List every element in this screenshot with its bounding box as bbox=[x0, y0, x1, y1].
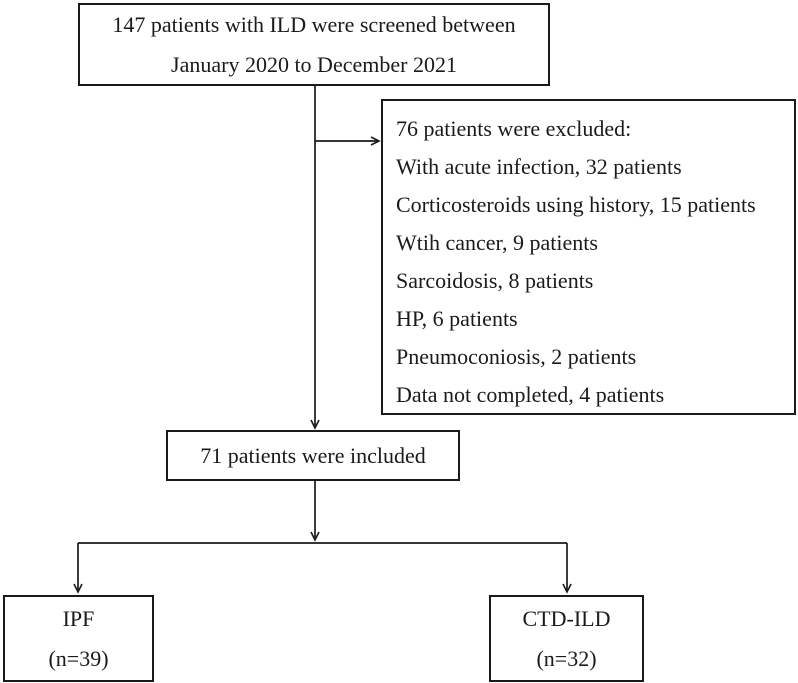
screened-box-line2: January 2020 to December 2021 bbox=[171, 51, 457, 77]
ipf-box-label: IPF bbox=[62, 605, 95, 631]
screened-box-line1: 147 patients with ILD were screened betw… bbox=[112, 11, 516, 37]
ctd-ild-box-label: CTD-ILD bbox=[522, 605, 611, 631]
excluded-reason-cancer: Wtih cancer, 9 patients bbox=[396, 230, 598, 255]
ipf-box-count: (n=39) bbox=[48, 645, 109, 671]
excluded-patients-box: 76 patients were excluded: With acute in… bbox=[381, 99, 796, 415]
ctd-ild-box-count: (n=32) bbox=[536, 645, 597, 671]
excluded-box-header: 76 patients were excluded: bbox=[396, 116, 632, 141]
excluded-reason-corticosteroids: Corticosteroids using history, 15 patien… bbox=[396, 192, 756, 217]
excluded-reason-data-not-completed: Data not completed, 4 patients bbox=[396, 382, 665, 407]
excluded-reason-acute-infection: With acute infection, 32 patients bbox=[396, 154, 682, 179]
included-patients-box: 71 patients were included bbox=[166, 430, 460, 481]
excluded-reason-sarcoidosis: Sarcoidosis, 8 patients bbox=[396, 268, 594, 293]
ctd-ild-group-box: CTD-ILD (n=32) bbox=[489, 595, 644, 682]
excluded-reason-pneumoconiosis: Pneumoconiosis, 2 patients bbox=[396, 344, 637, 369]
ipf-group-box: IPF (n=39) bbox=[3, 595, 154, 682]
screened-patients-box: 147 patients with ILD were screened betw… bbox=[78, 3, 550, 86]
included-box-text: 71 patients were included bbox=[200, 442, 426, 468]
excluded-reason-hp: HP, 6 patients bbox=[396, 306, 518, 331]
